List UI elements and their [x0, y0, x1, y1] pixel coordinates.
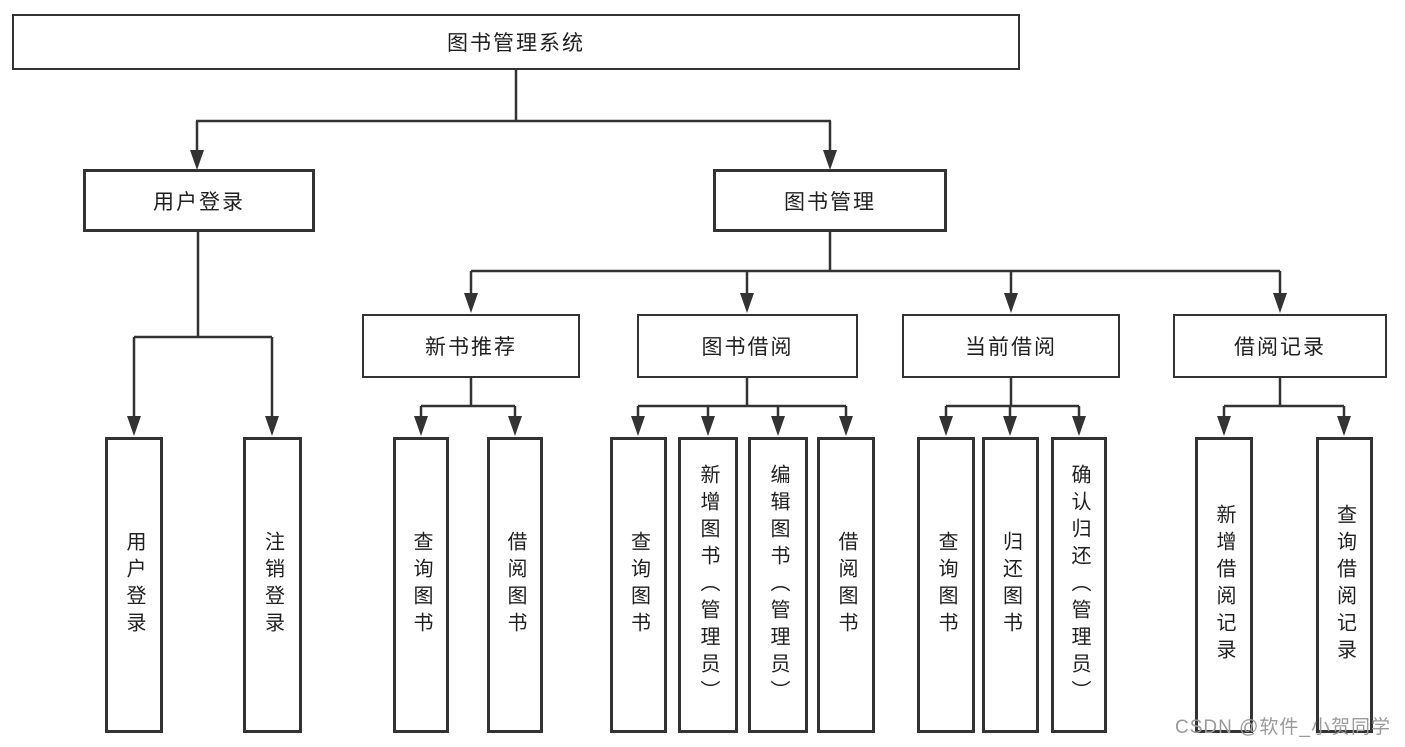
node-borrow-records: 借阅记录: [1173, 314, 1387, 378]
node-new-book-recommend: 新书推荐: [362, 314, 580, 378]
leaf-borrow-edit-book: 编辑图书（管理员）: [748, 437, 808, 733]
node-user-login-branch-label: 用户登录: [153, 190, 245, 214]
leaf-logout: 注销登录: [243, 437, 302, 733]
connector-new-book: [419, 378, 517, 419]
node-borrow-records-label: 借阅记录: [1234, 336, 1326, 359]
node-book-mgmt-branch: 图书管理: [713, 169, 947, 232]
leaf-newbook-borrow: 借阅图书: [487, 437, 543, 733]
connector-borrow-records: [1222, 378, 1346, 419]
connector-current-borrow: [944, 378, 1081, 419]
node-book-borrow-label: 图书借阅: [701, 336, 794, 359]
node-root-label: 图书管理系统: [447, 32, 585, 55]
leaf-user-login: 用户登录: [105, 437, 163, 733]
node-root-system: 图书管理系统: [12, 14, 1020, 70]
node-current-borrow-label: 当前借阅: [965, 336, 1057, 359]
leaf-borrow-query-label: 查询图书: [627, 531, 650, 639]
leaf-query-borrow-record: 查询借阅记录: [1316, 437, 1373, 733]
leaf-user-login-label: 用户登录: [123, 531, 145, 639]
leaf-return-book-label: 归还图书: [999, 531, 1022, 639]
leaf-newbook-borrow-label: 借阅图书: [504, 531, 526, 639]
node-current-borrow: 当前借阅: [902, 314, 1120, 378]
node-book-borrow: 图书借阅: [637, 314, 858, 378]
connector-book-mgmt: [469, 232, 1282, 296]
leaf-borrow-book-label: 借阅图书: [835, 531, 857, 639]
node-new-book-recommend-label: 新书推荐: [425, 336, 517, 359]
arrowheads: [127, 150, 1351, 436]
node-user-login-branch: 用户登录: [83, 169, 315, 232]
leaf-confirm-return: 确认归还（管理员）: [1051, 437, 1107, 733]
connector-root-trunk: [195, 70, 832, 153]
leaf-confirm-return-label: 确认归还（管理员）: [1068, 463, 1090, 707]
leaf-borrow-query: 查询图书: [610, 437, 667, 733]
leaf-return-book: 归还图书: [982, 437, 1039, 733]
leaf-query-borrow-record-label: 查询借阅记录: [1333, 504, 1356, 666]
connector-book-borrow: [636, 378, 848, 419]
leaf-add-borrow-record-label: 新增借阅记录: [1213, 504, 1235, 666]
leaf-current-query: 查询图书: [917, 437, 975, 733]
leaf-borrow-add-book: 新增图书（管理员）: [678, 437, 738, 733]
leaf-current-query-label: 查询图书: [935, 531, 957, 639]
leaf-borrow-book: 借阅图书: [817, 437, 875, 733]
csdn-watermark: CSDN @软件_小贺同学: [1175, 717, 1391, 738]
leaf-borrow-add-book-label: 新增图书（管理员）: [697, 463, 719, 707]
leaf-newbook-query-label: 查询图书: [410, 531, 432, 639]
leaf-newbook-query: 查询图书: [393, 437, 449, 733]
leaf-borrow-edit-book-label: 编辑图书（管理员）: [767, 463, 789, 707]
leaf-add-borrow-record: 新增借阅记录: [1195, 437, 1253, 733]
leaf-logout-label: 注销登录: [261, 531, 284, 639]
node-book-mgmt-branch-label: 图书管理: [784, 190, 876, 214]
connector-user-login: [132, 232, 274, 419]
